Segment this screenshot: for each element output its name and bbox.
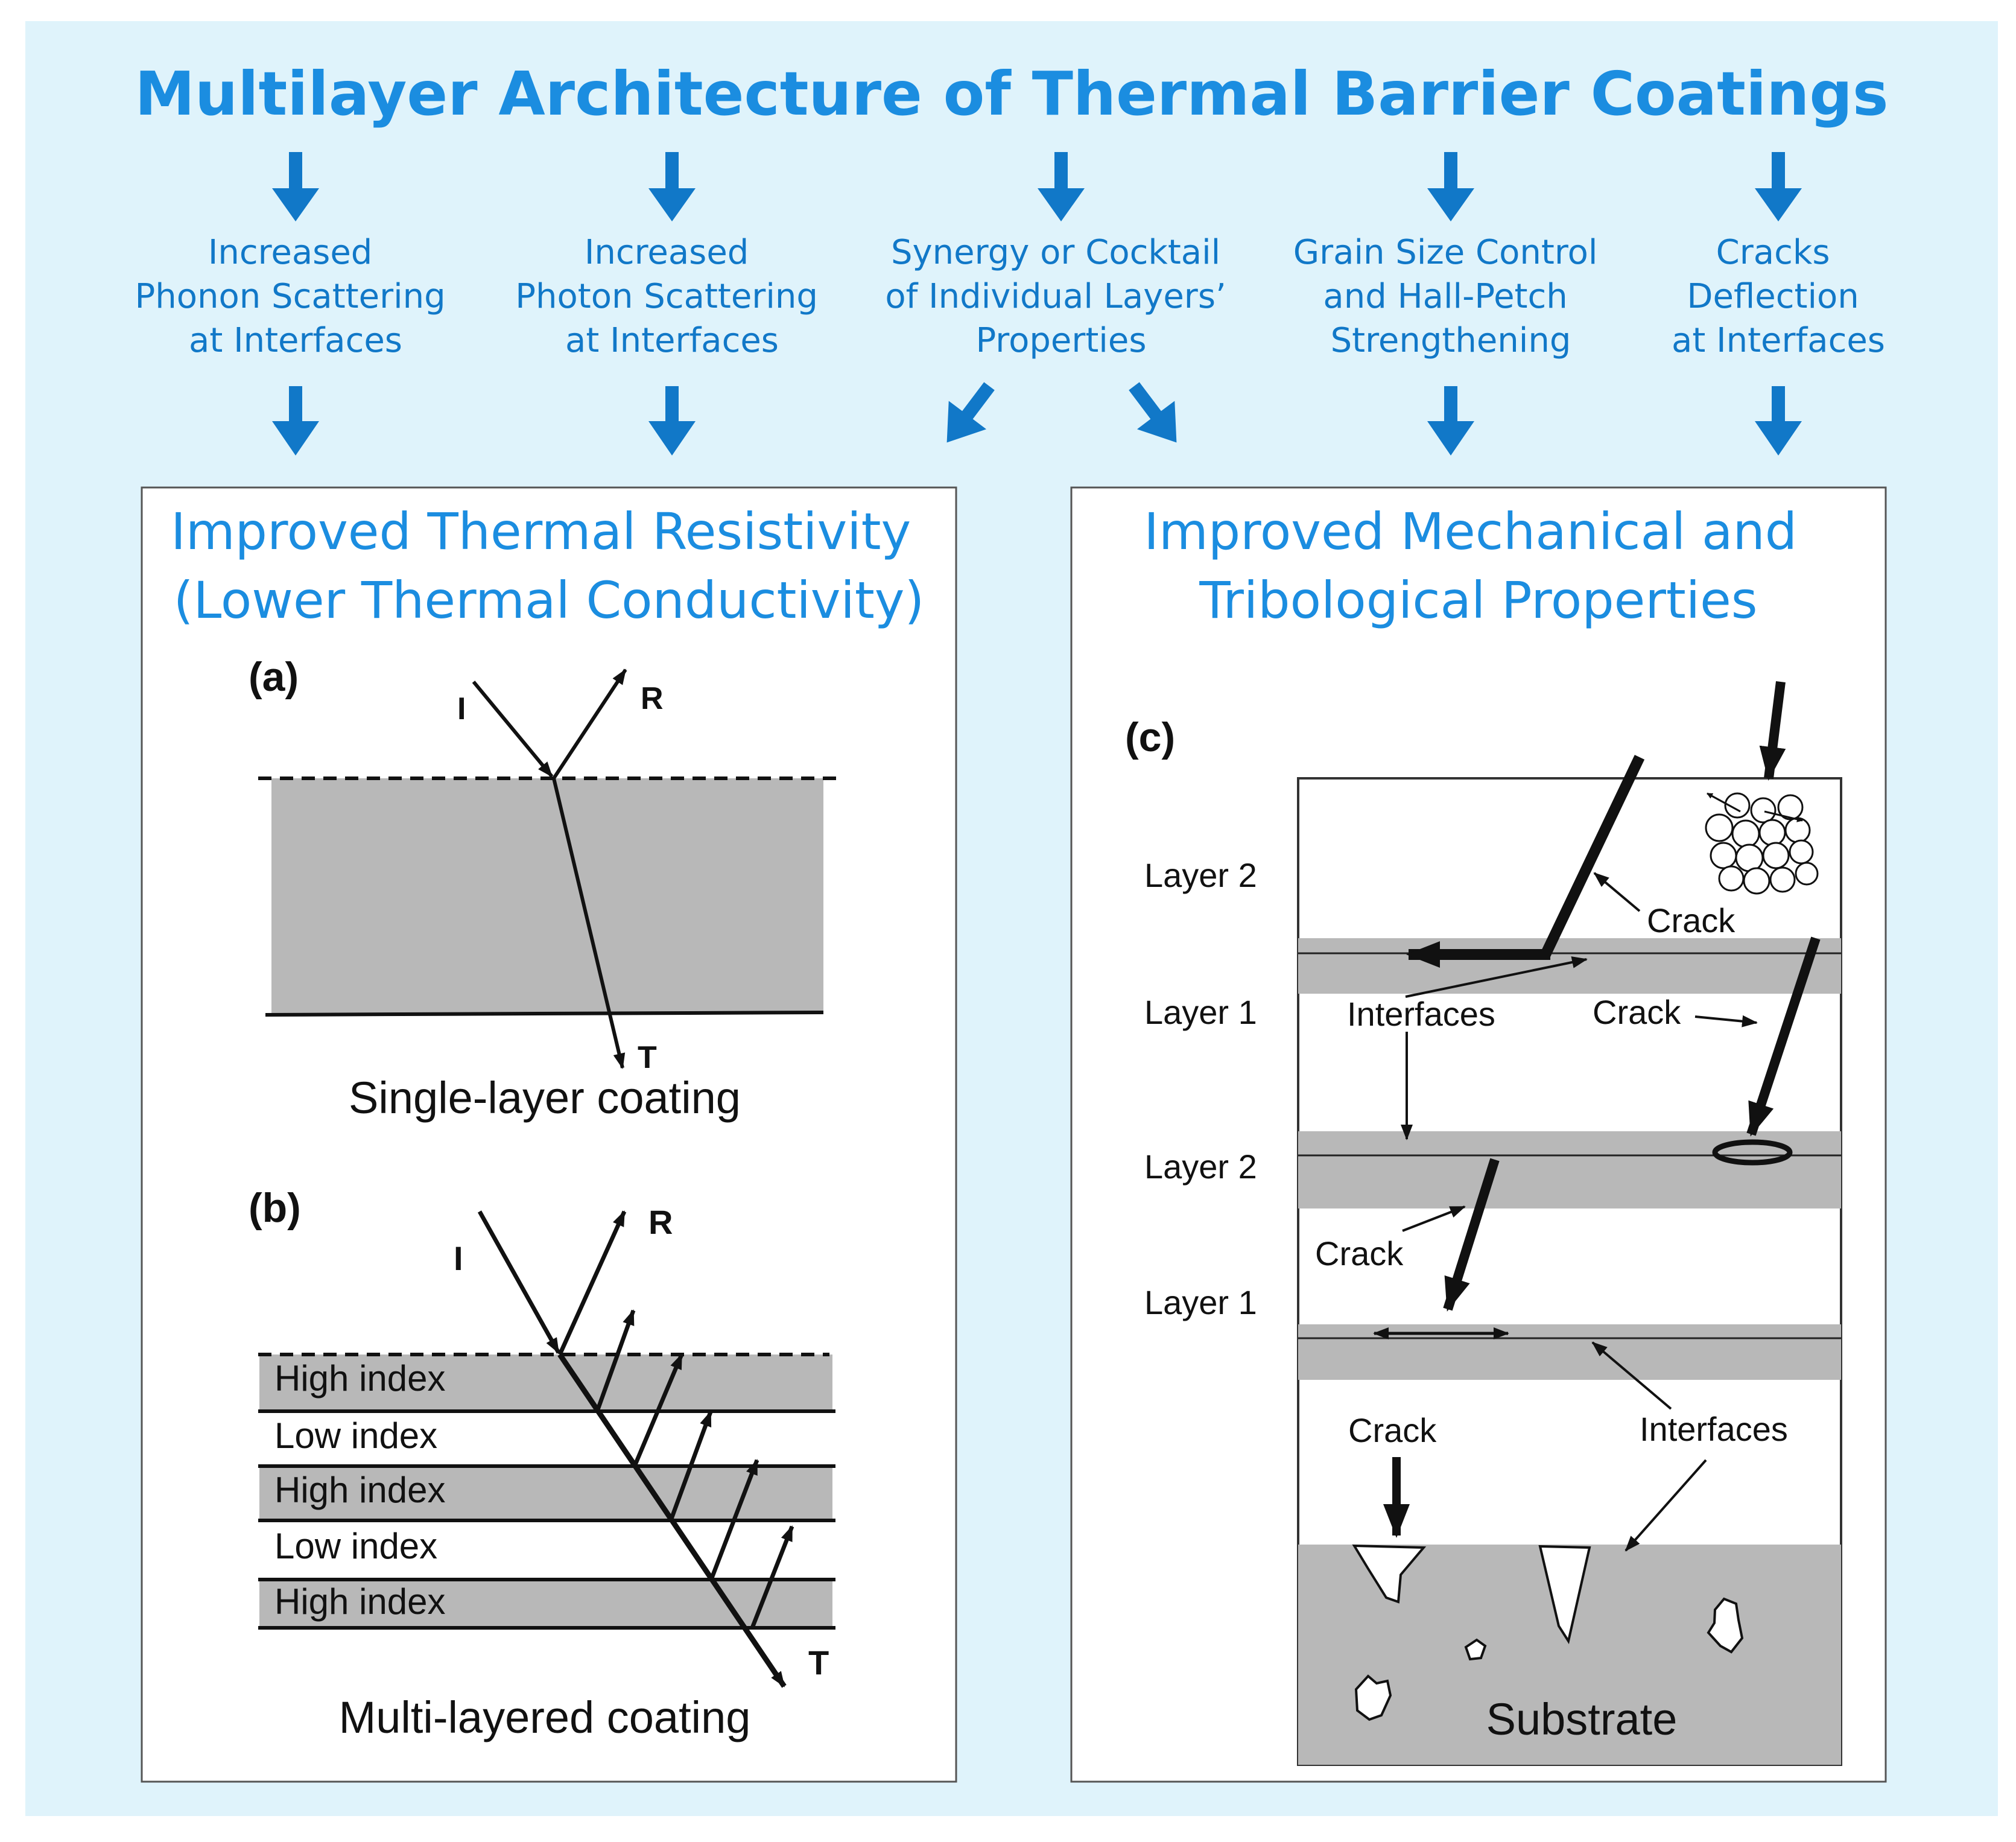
interfaces-pointer [1625,1459,1707,1552]
top-arrows [272,152,1802,221]
crack-label: Crack [1593,993,1681,1031]
thermal-panel: Improved Thermal Resistivity (Lower Ther… [141,486,957,1783]
incident-ray [477,1210,561,1354]
bottom-line [265,1011,824,1017]
mechanical-panel-heading: Improved Mechanical and Tribological Pro… [1144,502,1813,630]
crack-pointer [1402,1205,1466,1232]
layer-labels-c: Layer 2 Layer 1 Layer 2 Layer 1 [1144,856,1257,1321]
interfaces-pointer [1405,956,1588,998]
diagonal-left-arrow-icon [946,382,995,443]
down-arrow-icon [648,386,696,456]
layer-labels: High index Low index High index Low inde… [274,1358,446,1622]
top-arrow-icon [272,152,319,221]
grain-cluster-icon [1705,792,1819,895]
crack-label: Crack [1348,1411,1437,1449]
flaw-icon [1538,1545,1591,1645]
main-title: Multilayer Architecture of Thermal Barri… [135,59,1888,129]
layer-label: Layer 2 [1144,856,1257,894]
layer-label: High index [274,1470,446,1510]
flaw-icon [1464,1638,1487,1661]
label-incident-b: I [454,1239,463,1277]
partial-reflection-ray [595,1309,636,1412]
layer-label: Low index [274,1526,437,1566]
top-arrow-icon [1427,152,1474,221]
mechanism-labels: Increased Phonon Scattering at Interface… [135,233,1885,360]
crack-branching [1443,1158,1500,1312]
crack-arrested [1746,936,1821,1137]
crack-label: Crack [1315,1234,1404,1272]
mechanical-panel: Improved Mechanical and Tribological Pro… [1070,486,1887,1783]
down-arrow-icon [1755,386,1802,456]
layer-label: Layer 1 [1144,1283,1257,1321]
crack-label: Crack [1647,901,1735,939]
figure-tag-b: (b) [249,1185,301,1231]
partial-reflection-ray [668,1411,713,1522]
substrate-label: Substrate [1486,1694,1678,1744]
transmitted-ray [552,778,626,1069]
partial-reflection-ray [709,1459,759,1581]
top-arrow-icon [1755,152,1802,221]
partial-reflection-ray [750,1525,794,1629]
down-arrow-icon [1427,386,1474,456]
label-transmitted-a: T [638,1040,657,1075]
thermal-panel-box [141,486,957,1783]
layer-label: High index [274,1581,446,1622]
partial-reflections [595,1309,794,1629]
mechanism-photon: Increased Photon Scattering at Interface… [515,233,829,360]
partial-reflection-ray [632,1353,684,1467]
flaw-icon [1354,1674,1392,1721]
label-incident-a: I [457,691,466,726]
top-arrow-icon [1038,152,1085,221]
layer-label: High index [274,1358,446,1399]
crack-pointer [1694,1015,1758,1027]
top-arrow-icon [648,152,696,221]
figure-tag-c: (c) [1125,714,1175,760]
incident-ray [472,681,554,778]
thermal-panel-heading: Improved Thermal Resistivity (Lower Ther… [171,502,927,630]
layer-label: Layer 1 [1144,993,1257,1031]
interfaces-pointer [1591,1341,1672,1410]
flaw-icon [1707,1597,1744,1654]
interface-band-1 [1298,938,1841,994]
label-reflected-b: R [648,1203,673,1241]
flaw-icon [1352,1544,1427,1604]
reflected-ray [552,669,627,780]
crack-arrest-ring-icon [1712,1139,1793,1166]
reflected-ray [557,1210,627,1356]
mechanism-phonon: Increased Phonon Scattering at Interface… [135,233,456,360]
interfaces-label: Interfaces [1640,1410,1788,1448]
crack-pointer [1593,872,1641,912]
impact-arrow [1759,681,1786,781]
label-transmitted-b: T [808,1644,829,1682]
interface-lines [1298,952,1841,1339]
label-reflected-a: R [641,681,664,716]
mechanism-cracks: Cracks Deflection at Interfaces [1672,233,1885,360]
caption-single-layer: Single-layer coating [349,1073,741,1123]
interfaces-label: Interfaces [1347,995,1495,1033]
crack-inclined [1540,755,1645,957]
layer-label: Low index [274,1415,437,1456]
substrate-flaws [1352,1544,1744,1721]
down-arrow-icon [272,386,319,456]
mechanism-synergy: Synergy or Cocktail of Individual Layers… [885,233,1237,360]
mechanism-grain-size: Grain Size Control and Hall-Petch Streng… [1293,233,1609,360]
layer-label: Layer 2 [1144,1148,1257,1186]
figure-tag-a: (a) [249,654,299,700]
diagonal-right-arrow-icon [1129,382,1177,443]
caption-multi-layer: Multi-layered coating [339,1692,751,1742]
layer-high-1 [259,1355,832,1410]
layer-boundaries [258,1409,835,1630]
lower-arrows [272,382,1802,456]
single-layer-block [271,778,823,1014]
